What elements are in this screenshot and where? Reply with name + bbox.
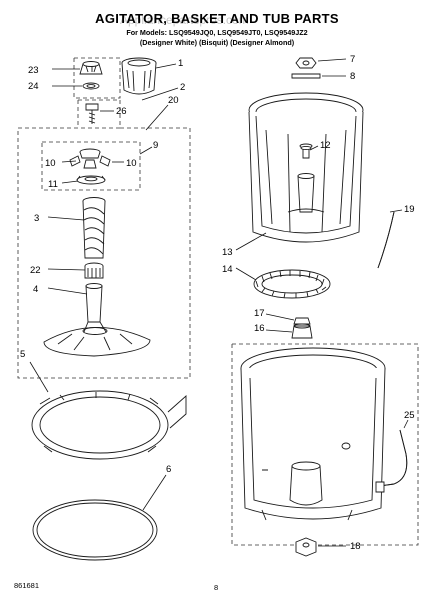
callout-4: 4 bbox=[33, 284, 38, 295]
callout-20: 20 bbox=[168, 95, 179, 106]
callout-23: 23 bbox=[28, 65, 39, 76]
group-23-24-box bbox=[73, 57, 121, 99]
part-23-cap bbox=[79, 61, 103, 75]
part-11-cam bbox=[76, 175, 106, 185]
callout-22: 22 bbox=[30, 265, 41, 276]
part-18-nut bbox=[295, 537, 317, 557]
models-line: For Models: LSQ9549JQ0, LSQ9549JT0, LSQ9… bbox=[126, 28, 307, 37]
callout-9: 9 bbox=[153, 140, 158, 151]
callout-19: 19 bbox=[404, 204, 415, 215]
callout-5: 5 bbox=[20, 349, 25, 360]
callout-7: 7 bbox=[350, 54, 355, 65]
callout-18: 18 bbox=[350, 541, 361, 552]
part-17-nut bbox=[293, 317, 311, 325]
tub-group-box bbox=[231, 343, 419, 546]
part-13-wash-basket bbox=[248, 92, 364, 243]
callout-16: 16 bbox=[254, 323, 265, 334]
part-19-hose bbox=[377, 211, 395, 269]
footer-code: 861681 bbox=[14, 581, 39, 590]
group-20-box bbox=[17, 99, 191, 379]
part-25-drain-hose bbox=[375, 429, 408, 493]
diagram-title: AGITATOR, BASKET AND TUB PARTS bbox=[95, 11, 339, 26]
callout-10-right: 10 bbox=[126, 158, 137, 169]
callout-8: 8 bbox=[350, 71, 355, 82]
part-6-snubber-ring bbox=[32, 499, 158, 561]
callout-26: 26 bbox=[116, 106, 127, 117]
callout-14: 14 bbox=[222, 264, 233, 275]
part-3-auger bbox=[82, 197, 106, 259]
part-16-hub bbox=[291, 323, 313, 339]
callout-17: 17 bbox=[254, 308, 265, 319]
part-14-balance-ring bbox=[253, 269, 331, 299]
part-5-tub-ring bbox=[31, 390, 187, 460]
part-1-agitator-cup bbox=[121, 57, 157, 95]
variants-line: (Designer White) (Bisquit) (Designer Alm… bbox=[140, 38, 295, 47]
callout-6: 6 bbox=[166, 464, 171, 475]
page-number: 8 bbox=[214, 583, 218, 592]
part-7-nut bbox=[295, 57, 317, 69]
callout-10-left: 10 bbox=[45, 158, 56, 169]
callout-25: 25 bbox=[404, 410, 415, 421]
group-9-box bbox=[41, 141, 141, 191]
part-8-washer bbox=[291, 73, 321, 79]
callout-2: 2 bbox=[180, 82, 185, 93]
part-24-seal bbox=[82, 82, 100, 90]
outer-tub bbox=[240, 347, 386, 521]
callout-1: 1 bbox=[178, 58, 183, 69]
part-12-bolt bbox=[300, 145, 312, 159]
callout-12: 12 bbox=[320, 140, 331, 151]
callout-11: 11 bbox=[48, 179, 58, 190]
part-26-bolt bbox=[85, 103, 99, 124]
callout-3: 3 bbox=[34, 213, 39, 224]
part-10-agitator-dogs bbox=[69, 148, 111, 169]
callout-13: 13 bbox=[222, 247, 233, 258]
part-4-agitator-base bbox=[43, 283, 151, 357]
callout-24: 24 bbox=[28, 81, 39, 92]
part-22-drive-bell bbox=[84, 262, 104, 279]
watermark: Appliancepartspros.com bbox=[120, 13, 249, 27]
